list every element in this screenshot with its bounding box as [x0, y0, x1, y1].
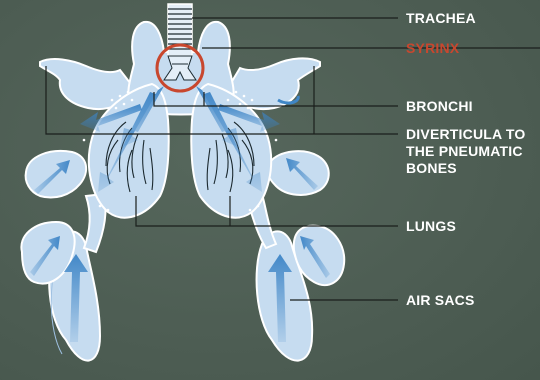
label-lungs: LUNGS	[406, 218, 456, 235]
anterior-thoracic-sac-right	[267, 151, 329, 195]
label-bronchi: BRONCHI	[406, 98, 473, 115]
label-diverticula: DIVERTICULA TO THE PNEUMATIC BONES	[406, 126, 525, 177]
label-trachea: TRACHEA	[406, 10, 476, 27]
label-air-sacs: AIR SACS	[406, 292, 475, 309]
label-syrinx: SYRINX	[406, 40, 459, 57]
